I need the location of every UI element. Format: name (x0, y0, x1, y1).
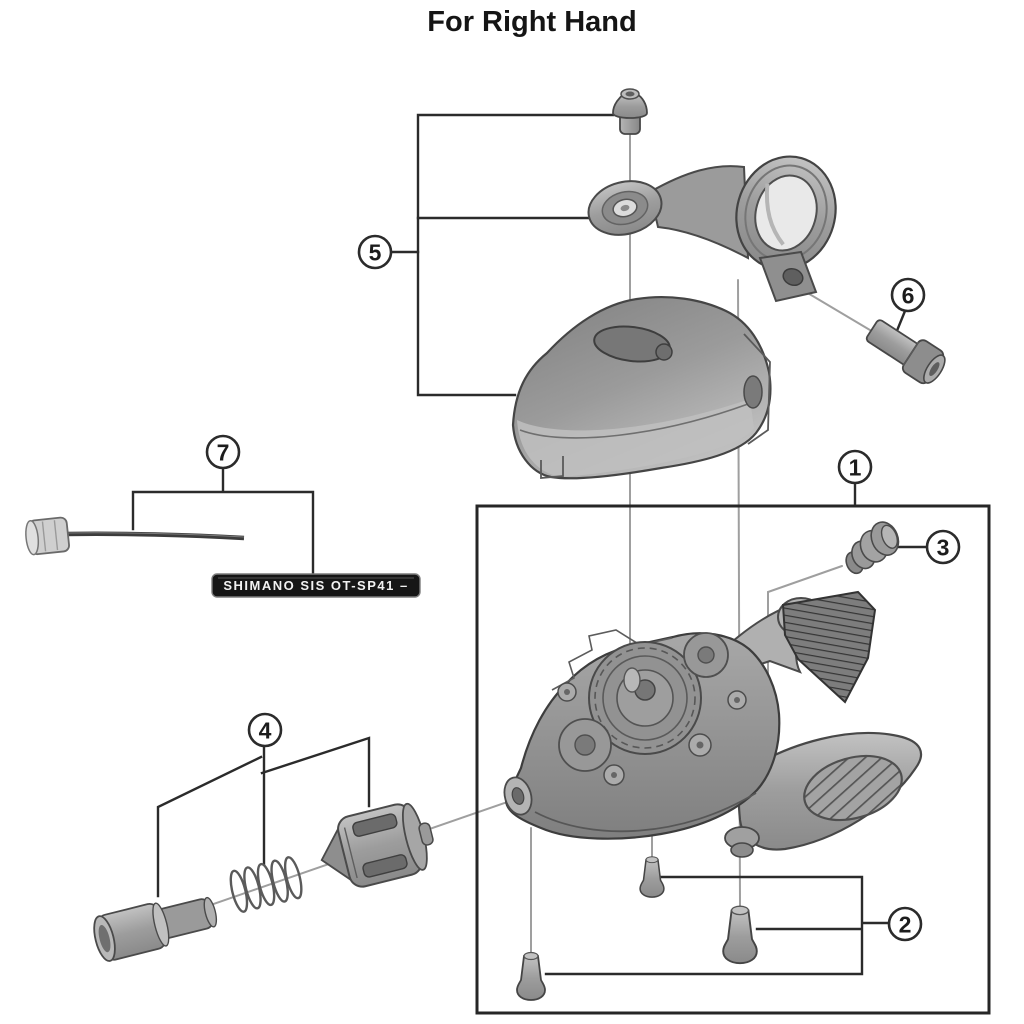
screw-b (722, 905, 758, 965)
callout-3-label: 3 (937, 534, 950, 560)
part-cable-boot-illustration (845, 521, 900, 575)
bracket-7 (131, 467, 315, 575)
callout-5: 5 (357, 234, 393, 270)
callout-6-label: 6 (902, 282, 915, 308)
part-main-mechanism-illustration (503, 590, 923, 858)
inner-cable (65, 531, 245, 541)
main-lever-pad (803, 754, 903, 822)
bracket-2 (544, 875, 891, 976)
callout-1: 1 (837, 449, 873, 485)
callout-4-label: 4 (259, 717, 272, 743)
cable-nipple (25, 516, 70, 556)
casing-brand-label: SHIMANO SIS OT-SP41 – (223, 578, 408, 593)
clamp-band-ring (735, 155, 837, 271)
callouts: 1 2 3 4 5 6 7 (205, 234, 961, 942)
body-posts (557, 682, 747, 786)
part-shift-cable-illustration: SHIMANO SIS OT-SP41 – (25, 516, 421, 598)
callout-2-label: 2 (899, 911, 912, 937)
callout-7-label: 7 (217, 439, 230, 465)
callout-3: 3 (925, 529, 961, 565)
diagram-title: For Right Hand (427, 6, 636, 38)
axis-line-bolt6 (805, 291, 881, 337)
callout-1-label: 1 (849, 454, 862, 480)
callout-2: 2 (887, 906, 923, 942)
part-cable-fixing-unit-illustration (93, 802, 434, 962)
bracket-5-outline (416, 113, 615, 397)
callout-5-label: 5 (369, 239, 382, 265)
part-fixing-screws-illustration (516, 856, 758, 1001)
callout-6: 6 (890, 277, 926, 313)
release-lever-pad (781, 590, 877, 704)
cable-port (503, 776, 533, 816)
callout-brackets (131, 113, 929, 976)
screw-a (639, 856, 665, 898)
spring-guide-drum (320, 802, 434, 888)
pin-sleeve (93, 896, 218, 962)
outer-casing: SHIMANO SIS OT-SP41 – (211, 573, 421, 598)
clamp-arm-eye (587, 180, 663, 236)
part-group-box (475, 504, 991, 1015)
screw-c (516, 951, 546, 1001)
clamp-band-lug-hole (782, 267, 804, 287)
callout-4: 4 (247, 712, 283, 748)
part-upper-cover-illustration (511, 296, 772, 480)
coil-spring (229, 856, 303, 913)
part-clamp-band-illustration (587, 155, 837, 303)
part-clamp-bolt-illustration (865, 319, 946, 385)
bracket-4 (156, 736, 371, 898)
callout-7: 7 (205, 434, 241, 470)
part-fixing-screw-illustration (612, 88, 648, 135)
